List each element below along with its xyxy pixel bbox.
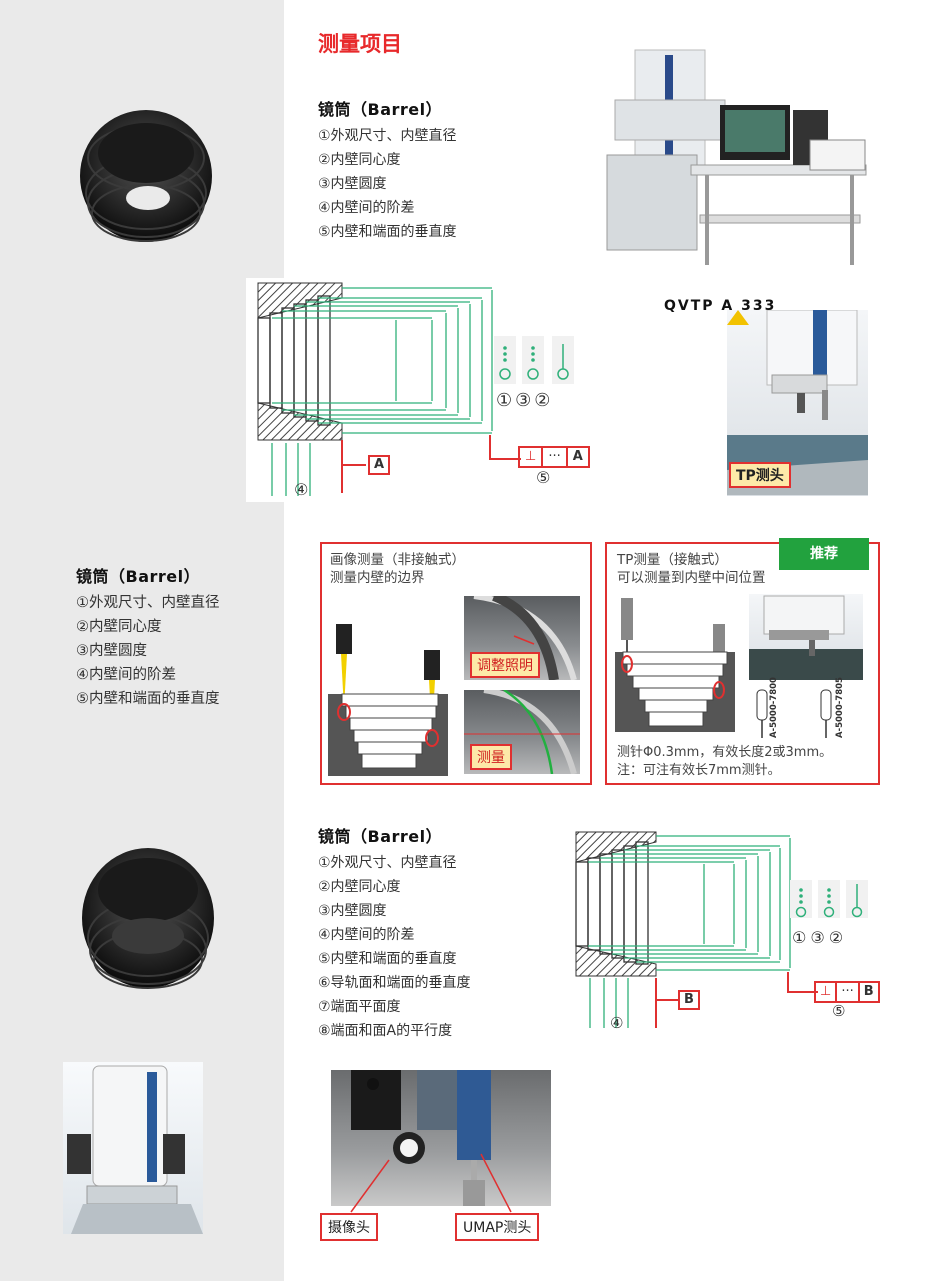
tolerance-dots: ··· [837, 983, 860, 1001]
tolerance-dots: ··· [543, 448, 568, 466]
circle-labels-2: ①③② [792, 928, 847, 947]
umap-probe-callout: UMAP测头 [455, 1213, 540, 1241]
label-3: ③ [810, 928, 829, 947]
sidebar-item: ④内壁间的阶差 [76, 667, 176, 683]
sidebar-item: ②内壁同心度 [76, 619, 162, 635]
tp-probe-photo: TP测头 [727, 309, 868, 496]
label-5: ⑤ [832, 1002, 846, 1020]
image-measurement-panel: 画像测量（非接触式） 测量内壁的边界 调整照明 测量 [320, 542, 592, 785]
label-1: ① [792, 928, 811, 947]
block2-item: ⑧端面和面A的平行度 [318, 1023, 453, 1039]
block2-item: ④内壁间的阶差 [318, 927, 415, 943]
sidebar-text: 镜筒（Barrel） ①外观尺寸、内壁直径 ②内壁同心度 ③内壁圆度 ④内壁间的… [76, 563, 220, 711]
compact-machine-art [67, 1065, 203, 1234]
block2-item: ⑤内壁和端面的垂直度 [318, 951, 457, 967]
barrel-cross-section [257, 282, 574, 496]
edge-photo-top-art [473, 591, 577, 681]
probe-images [756, 689, 832, 738]
tp-machine-photo [749, 594, 863, 680]
adjust-lighting-callout: 调整照明 [470, 652, 540, 678]
barrel-diagram-1: ①③② A ⊥ ··· A ⑤ ④ [246, 278, 590, 502]
block2-item: ⑦端面平面度 [318, 999, 401, 1015]
tp-probe-callout: TP测头 [729, 462, 791, 488]
tp-machine-photo-art [749, 595, 863, 680]
label-4: ④ [610, 1014, 624, 1032]
circle-labels: ①③② [496, 390, 553, 411]
panel-image-line2: 测量内壁的边界 [330, 570, 425, 586]
barrel-image [82, 848, 214, 989]
image-measure-sketch [328, 624, 448, 776]
perpendicularity-frame: ⊥ ··· A [518, 446, 590, 468]
block2-heading: 镜筒（Barrel） [318, 827, 443, 846]
sidebar-item: ①外观尺寸、内壁直径 [76, 595, 220, 611]
block1-item: ②内壁同心度 [318, 152, 401, 168]
label-3: ③ [515, 390, 535, 411]
measure-callout: 测量 [470, 744, 512, 770]
compact-machine-photo [63, 1062, 203, 1234]
block1-item: ④内壁间的阶差 [318, 200, 415, 216]
callout-leaders [350, 1153, 512, 1213]
probe-label-7800: A-5000-7800 [769, 677, 779, 738]
qv-machine-image [605, 45, 870, 265]
edge-photo-bottom [464, 687, 580, 775]
barrel-diagram-2: ①③② B ⊥ ··· B ⑤ ④ [574, 828, 880, 1034]
block2-text: 镜筒（Barrel） ①外观尺寸、内壁直径 ②内壁同心度 ③内壁圆度 ④内壁间的… [318, 823, 471, 1043]
sidebar-heading: 镜筒（Barrel） [76, 567, 201, 586]
datum-ref: B [863, 984, 874, 999]
label-2: ② [534, 390, 554, 411]
label-4: ④ [294, 480, 309, 499]
tp-measure-sketch [615, 598, 735, 732]
perp-symbol: ⊥ [520, 448, 544, 466]
panel-image-line1: 画像测量（非接触式） [330, 552, 465, 568]
barrel-image [80, 110, 212, 242]
block2-item: ①外观尺寸、内壁直径 [318, 855, 457, 871]
datum-b-box: B [678, 990, 700, 1010]
camera-callout: 摄像头 [320, 1213, 378, 1241]
sidebar-item: ⑤内壁和端面的垂直度 [76, 691, 220, 707]
block2-item: ③内壁圆度 [318, 903, 387, 919]
block2-item: ⑥导轨面和端面的垂直度 [318, 975, 471, 991]
camera-umap-art [351, 1070, 491, 1206]
barrel-cross-section-2 [575, 831, 868, 1028]
label-5: ⑤ [536, 468, 551, 487]
panel-tp-line2: 可以测量到内壁中间位置 [617, 570, 766, 586]
probe-label-7805: A-5000-7805 [835, 677, 845, 738]
stylus-note-2: 注：可注有效长7mm测针。 [617, 763, 781, 778]
perp-symbol: ⊥ [816, 983, 838, 1001]
label-1: ① [496, 390, 516, 411]
edge-photo-bottom-art [464, 687, 580, 775]
block1-heading: 镜筒（Barrel） [318, 100, 443, 119]
tp-measurement-panel: TP测量（接触式） 可以测量到内壁中间位置 推荐 A-5000-7800 A-5… [605, 538, 880, 785]
page-title: 测量项目 [318, 32, 402, 56]
panel-tp-line1: TP测量（接触式） [617, 552, 728, 568]
perpendicularity-frame-2: ⊥ ··· B [814, 981, 880, 1003]
datum-a-box: A [368, 455, 391, 475]
block2-item: ②内壁同心度 [318, 879, 401, 895]
sidebar-item: ③内壁圆度 [76, 643, 147, 659]
recommended-badge: 推荐 [779, 538, 869, 570]
block1-text: 镜筒（Barrel） ①外观尺寸、内壁直径 ②内壁同心度 ③内壁圆度 ④内壁间的… [318, 96, 457, 244]
block1-item: ①外观尺寸、内壁直径 [318, 128, 457, 144]
block1-item: ⑤内壁和端面的垂直度 [318, 224, 457, 240]
camera-umap-photo [331, 1070, 551, 1206]
label-2: ② [828, 928, 848, 947]
stylus-note: 测针Φ0.3mm，有效长度2或3mm。 [617, 745, 833, 760]
datum-ref: A [572, 449, 583, 464]
block1-item: ③内壁圆度 [318, 176, 387, 192]
